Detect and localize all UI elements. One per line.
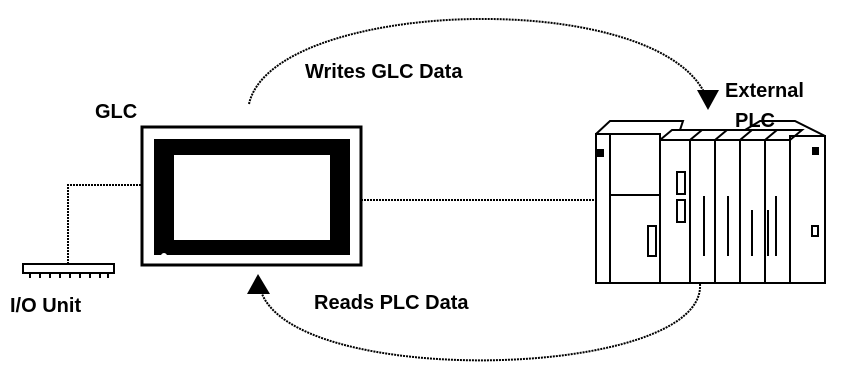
io-unit-label: I/O Unit: [10, 295, 81, 317]
connection-lines: [67, 184, 596, 264]
writes-glc-data-label: Writes GLC Data: [305, 61, 463, 83]
io-unit-icon: [22, 263, 115, 278]
external-plc-icon: [595, 120, 826, 284]
writes-arrow-arc: [248, 17, 705, 105]
external-plc-label-line1: External: [725, 80, 804, 102]
reads-arrow-arc: [259, 283, 702, 362]
reads-plc-data-label: Reads PLC Data: [314, 292, 469, 314]
reads-arrowhead-icon: [247, 274, 270, 294]
writes-arrowhead-icon: [697, 90, 719, 110]
external-plc-label-line2: PLC: [735, 110, 775, 132]
io-unit-cable: [67, 184, 141, 264]
glc-display-icon: [140, 125, 363, 267]
glc-label: GLC: [95, 101, 137, 123]
